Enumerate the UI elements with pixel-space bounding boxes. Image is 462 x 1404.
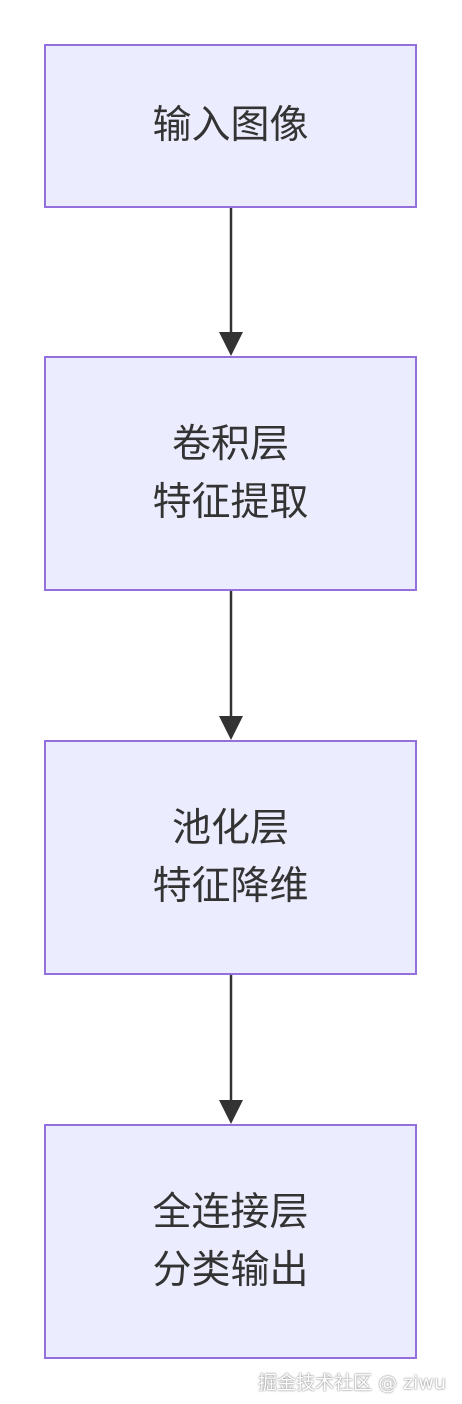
- node-input-image: 输入图像: [44, 44, 417, 208]
- node-conv-layer: 卷积层 特征提取: [44, 356, 417, 591]
- node-fully-connected-layer-line-1: 全连接层: [152, 1189, 309, 1235]
- node-pooling-layer-line-2: 特征降维: [152, 863, 309, 909]
- watermark-text: 掘金技术社区 @ ziwu: [258, 1372, 446, 1394]
- node-input-image-line-1: 输入图像: [152, 103, 309, 148]
- node-fully-connected-layer-line-2: 分类输出: [152, 1247, 309, 1293]
- node-fully-connected-layer: 全连接层 分类输出: [44, 1124, 417, 1359]
- arrowhead-input-to-conv: [219, 332, 243, 356]
- node-pooling-layer: 池化层 特征降维: [44, 740, 417, 975]
- node-conv-layer-line-2: 特征提取: [152, 479, 309, 525]
- arrowhead-conv-to-pool: [219, 716, 243, 740]
- node-pooling-layer-line-1: 池化层: [171, 805, 289, 851]
- arrowhead-pool-to-fc: [219, 1100, 243, 1124]
- node-conv-layer-line-1: 卷积层: [171, 421, 289, 467]
